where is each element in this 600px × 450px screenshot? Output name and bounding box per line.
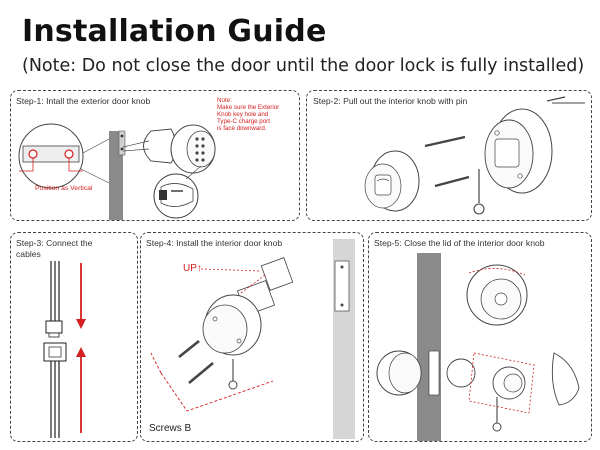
cable-connector-male xyxy=(45,320,63,334)
step-1-illustration xyxy=(18,123,216,220)
screw-b xyxy=(178,339,200,359)
screw-b xyxy=(188,362,214,384)
step-3-label-line: Step-3: Connect the xyxy=(16,238,93,248)
door-latch-plate xyxy=(118,130,126,156)
note-line: Knob key hole and xyxy=(217,111,269,118)
step-2-panel: Step-2: Pull out the interior knob with … xyxy=(306,90,592,221)
step-4-illustration xyxy=(150,239,355,439)
step-5-illustration xyxy=(376,253,580,441)
up-label: UP xyxy=(183,263,197,274)
screw xyxy=(424,135,466,148)
up-arrow-icon: ↑ xyxy=(196,263,202,274)
screws-b-label: Screws B xyxy=(149,423,192,434)
step-3-label: Step-3: Connect the cables xyxy=(16,238,92,260)
page-title: Installation Guide xyxy=(22,14,327,49)
step-3-illustration xyxy=(43,261,86,438)
step-5-label: Step-5: Close the lid of the interior do… xyxy=(374,238,545,248)
note-line: is face downward. xyxy=(217,125,267,132)
step-3-panel: Step-3: Connect the cables xyxy=(10,232,138,442)
step-1-label: Step-1: Intall the exterior door knob xyxy=(16,96,151,106)
note-line: Make sure the Exterior xyxy=(217,104,280,111)
page-subtitle: (Note: Do not close the door until the d… xyxy=(22,56,585,76)
door-slab xyxy=(417,253,441,441)
step-2-illustration xyxy=(364,96,585,215)
step-2-label: Step-2: Pull out the interior knob with … xyxy=(313,96,468,106)
position-vertical-callout: Position as Vertical xyxy=(35,185,93,192)
note-line: Type-C charge port xyxy=(217,118,270,125)
note-line: Note: xyxy=(217,97,232,104)
step-1-panel: Step-1: Intall the exterior door knob No… xyxy=(10,90,300,221)
step-1-note: Note: Make sure the Exterior Knob key ho… xyxy=(217,97,279,132)
step-3-label-line: cables xyxy=(16,249,41,259)
screw xyxy=(434,175,470,188)
up-indicator: UP↑ xyxy=(183,263,202,274)
step-4-label: Step-4: Install the interior door knob xyxy=(146,238,283,248)
step-5-panel: Step-5: Close the lid of the interior do… xyxy=(368,232,592,442)
step-4-panel: Step-4: Install the interior door knob U… xyxy=(140,232,364,442)
